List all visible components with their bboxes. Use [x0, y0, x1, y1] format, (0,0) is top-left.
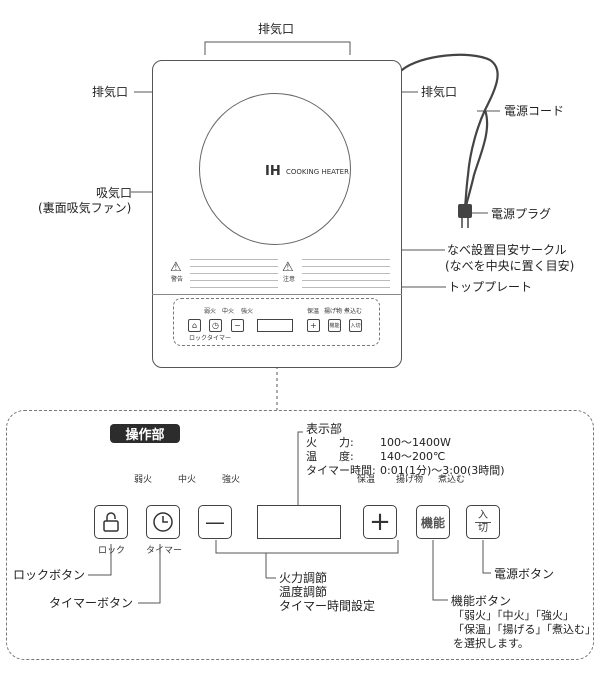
brand-text: COOKING HEATER [286, 168, 349, 176]
minus-symbol: — [205, 510, 225, 534]
intake-sub-label: (裏面吸気ファン) [38, 201, 132, 215]
mini-func-button: 機能 [328, 319, 341, 332]
adjust-timer-label: タイマー時間設定 [279, 599, 376, 613]
power-button[interactable]: 入 切 [466, 505, 500, 539]
spec-row-timer-value: 0:01(1分)〜3:00(3時間) [380, 464, 505, 477]
mode-fry-label: 揚げ物 [396, 475, 424, 485]
ih-logo: IH [265, 164, 281, 179]
exhaust-top-label: 排気口 [258, 22, 295, 36]
lock-button[interactable] [94, 505, 128, 539]
mini-mode-stew: 煮込む [344, 308, 363, 315]
mini-heat-low: 弱火 [204, 308, 217, 315]
timer-button-callout: タイマーボタン [49, 596, 134, 610]
display-window [257, 505, 341, 539]
mini-timer-label: タイマー [207, 335, 232, 342]
power-button-callout: 電源ボタン [494, 567, 555, 581]
timer-button[interactable] [146, 505, 180, 539]
mini-power-button: 入切 [349, 319, 362, 332]
pot-circle-sub-label: (なべを中央に置く目安) [445, 259, 575, 273]
top-plate-label: トッププレート [448, 280, 533, 294]
warning-left-title: 警告 [171, 276, 184, 283]
spec-row-timer-name: タイマー時間: [306, 464, 376, 477]
pot-circle [199, 93, 351, 245]
lock-button-callout: ロックボタン [13, 568, 86, 582]
warning-right-title: 注意 [283, 276, 296, 283]
warning-icon-left: ⚠ [170, 260, 182, 275]
mini-display [257, 319, 293, 332]
mini-control-panel [173, 298, 380, 346]
intake-label: 吸気口 [96, 186, 133, 200]
clock-icon [153, 512, 173, 532]
adjust-temp-label: 温度調節 [279, 585, 328, 599]
exhaust-right-label: 排気口 [421, 85, 458, 99]
heat-mid-label: 中火 [178, 475, 197, 485]
plug-label: 電源プラグ [491, 207, 552, 221]
mini-heat-mid: 中火 [222, 308, 235, 315]
function-button-callout: 機能ボタン [451, 594, 512, 608]
mode-keep-label: 保温 [357, 475, 376, 485]
display-label: 表示部 [306, 422, 343, 436]
mini-mode-fry: 揚げ物 [324, 308, 343, 315]
adjust-heat-label: 火力調節 [279, 571, 328, 585]
spec-row-power-name: 火 力: [306, 436, 354, 449]
minus-button[interactable]: — [198, 505, 232, 539]
panel-title: 操作部 [110, 424, 180, 443]
under-timer-label: タイマー [146, 546, 183, 556]
heat-low-label: 弱火 [134, 475, 153, 485]
heat-high-label: 強火 [222, 475, 241, 485]
warning-left-text [190, 257, 278, 292]
warning-right-text [302, 257, 390, 292]
function-desc-line2: 「保温」「揚げる」「煮込む」 [453, 623, 596, 636]
pot-circle-label: なべ設置目安サークル [447, 243, 567, 257]
warning-icon-right: ⚠ [282, 260, 294, 275]
power-button-on: 入 [478, 509, 488, 521]
mini-minus-button: − [231, 319, 244, 332]
plate-divider [152, 294, 402, 295]
mini-lock-button: ⌂ [188, 319, 201, 332]
mode-stew-label: 煮込む [438, 475, 466, 485]
function-desc-line1: 「弱火」「中火」「強火」 [453, 609, 574, 622]
under-lock-label: ロック [98, 546, 126, 556]
power-button-off: 切 [475, 521, 491, 535]
spec-row-power-value: 100〜1400W [380, 436, 451, 449]
exhaust-left-label: 排気口 [92, 85, 129, 99]
mini-mode-keep: 保温 [307, 308, 320, 315]
plus-button[interactable]: + [363, 505, 397, 539]
mini-lock-label: ロック [189, 335, 208, 342]
spec-row-temp-name: 温 度: [306, 450, 354, 463]
function-desc-line3: を選択します。 [453, 637, 529, 650]
operation-panel [6, 410, 594, 660]
plus-symbol: + [369, 507, 391, 537]
spec-row-temp-value: 140〜200℃ [380, 450, 446, 463]
mini-heat-high: 強火 [241, 308, 254, 315]
mini-timer-button: ◷ [209, 319, 222, 332]
function-button[interactable]: 機能 [416, 505, 450, 539]
lock-icon [103, 512, 119, 532]
mini-plus-button: + [307, 319, 320, 332]
power-cord-label: 電源コード [504, 104, 565, 118]
